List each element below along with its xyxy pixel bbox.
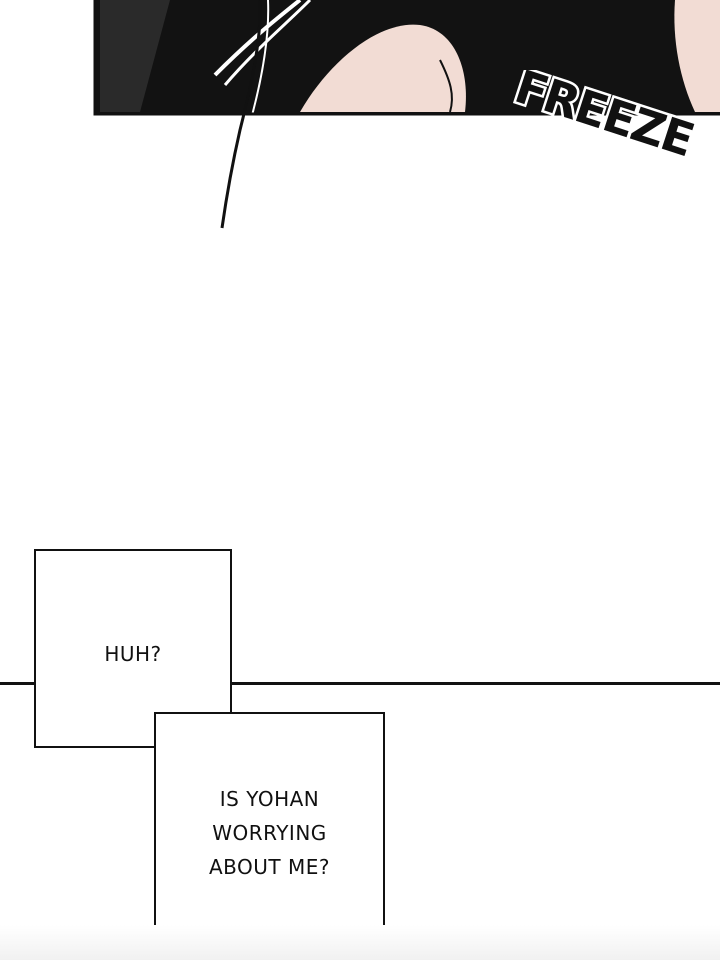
hair-strand	[220, 0, 262, 229]
hair-strand	[223, 0, 312, 86]
narration-text-2: IS YOHAN WORRYING ABOUT ME?	[208, 787, 330, 879]
sfx-text: FREEZE	[509, 70, 699, 167]
page-bottom-fade	[0, 925, 720, 960]
hair-strand	[247, 0, 270, 131]
hair-strand	[213, 0, 302, 77]
jacket-shape	[100, 0, 170, 112]
cheek-skin	[674, 0, 720, 112]
hair-line	[439, 59, 453, 113]
narration-box-2: IS YOHAN WORRYING ABOUT ME?	[154, 712, 385, 934]
box-joint	[156, 714, 230, 746]
panel-divider	[0, 682, 720, 685]
top-panel-artwork	[93, 0, 720, 229]
narration-text-1: HUH?	[104, 642, 162, 666]
sound-effect: FREEZE	[506, 70, 701, 169]
face-skin	[300, 24, 466, 112]
panel-border	[93, 0, 720, 116]
